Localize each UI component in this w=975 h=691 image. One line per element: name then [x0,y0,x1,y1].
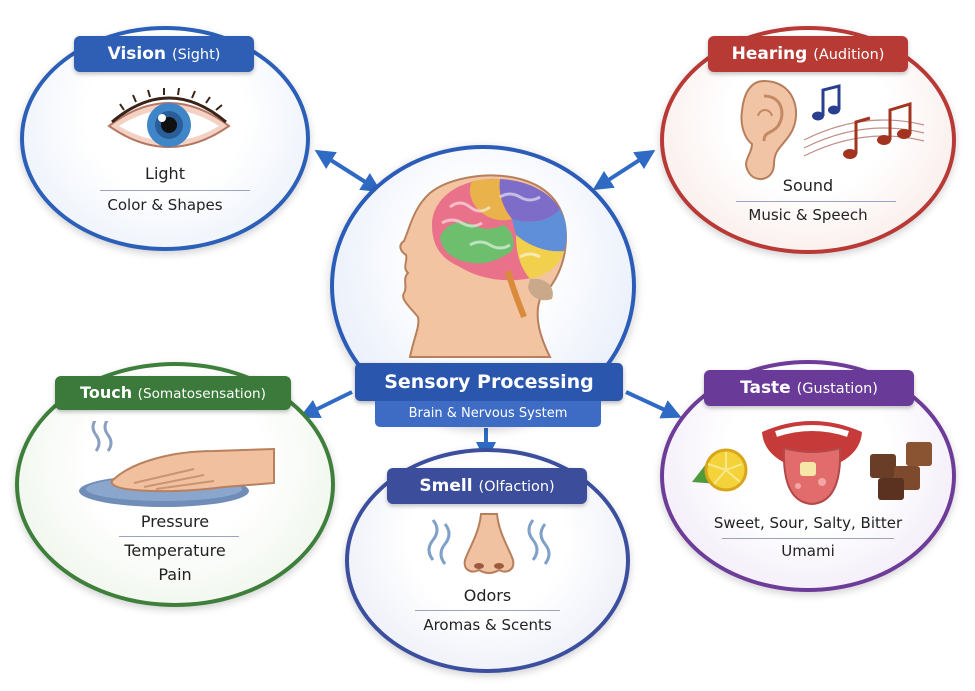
hearing-divider [736,201,896,202]
center-subtitle: Brain & Nervous System [375,401,601,427]
hearing-circle: Hearing (Audition) Sound Music & Speech [660,26,956,254]
taste-line1: Sweet, Sour, Salty, Bitter [713,514,903,532]
hand-surface-icon [79,421,275,507]
touch-divider [119,536,239,537]
center-title: Sensory Processing [355,363,623,401]
vision-banner: Vision (Sight) [74,36,254,72]
touch-line1: Pressure [140,512,210,531]
hearing-line2: Music & Speech [748,206,868,224]
taste-line2: Umami [781,542,835,560]
sensory-processing-center: Sensory Processing Brain & Nervous Syste… [330,145,636,427]
vision-line2: Color & Shapes [107,196,223,214]
taste-divider [722,538,894,539]
vision-circle: Vision (Sight) Light Color & Shapes [20,26,310,251]
smell-circle: Smell (Olfaction) Odors Aromas & Scents [345,448,630,673]
music-notes-icon [804,84,924,159]
touch-line3: Pain [158,565,192,584]
touch-qualifier: (Somatosensation) [137,386,266,402]
touch-line2: Temperature [124,541,226,560]
arrow-touch [299,390,353,418]
smell-banner: Smell (Olfaction) [387,468,587,504]
head-brain-icon [399,174,568,358]
smell-qualifier: (Olfaction) [478,479,555,495]
nose-icon [427,513,551,574]
eye-icon [107,88,231,148]
vision-title: Vision [107,44,167,64]
vision-line1: Light [145,164,185,183]
smell-line2: Aromas & Scents [423,616,552,634]
arrow-taste [625,390,682,419]
hearing-qualifier: (Audition) [813,47,885,63]
hearing-title: Hearing [731,44,808,64]
smell-divider [415,610,560,611]
taste-circle: Taste (Gustation) Sweet, Sour, Salty, Bi… [660,360,956,592]
taste-title: Taste [740,378,791,398]
taste-qualifier: (Gustation) [796,381,878,397]
vision-divider [100,190,250,191]
hearing-banner: Hearing (Audition) [708,36,908,72]
arrow-hearing [592,149,656,191]
touch-circle: Touch (Somatosensation) Pressure Tempera… [15,362,335,607]
tongue-food-icon [692,421,932,506]
touch-title: Touch [80,383,133,402]
taste-banner: Taste (Gustation) [704,370,914,406]
touch-banner: Touch (Somatosensation) [55,376,291,410]
smell-line1: Odors [463,586,512,605]
vision-qualifier: (Sight) [171,47,221,63]
arrow-vision [314,149,382,193]
hearing-line1: Sound [782,176,834,195]
ear-icon [740,79,798,180]
smell-title: Smell [419,476,473,496]
